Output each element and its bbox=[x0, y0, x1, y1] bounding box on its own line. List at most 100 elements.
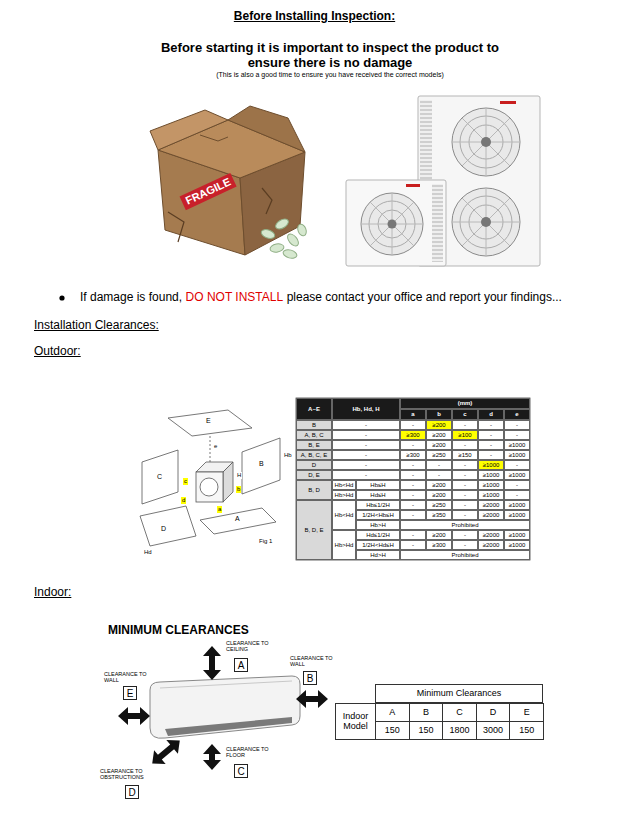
table-cell: ≥200 bbox=[426, 440, 452, 450]
table-cell: ≥1000 bbox=[504, 450, 530, 460]
table-cell: - bbox=[452, 490, 478, 500]
table-header: E bbox=[509, 703, 544, 722]
table-cell: - bbox=[452, 420, 478, 430]
table-header: e bbox=[504, 409, 530, 420]
figure-letter: H bbox=[236, 472, 242, 479]
table-cell: ≥200 bbox=[426, 530, 452, 540]
figure-letter: E bbox=[205, 417, 212, 425]
outdoor-units-photo-part bbox=[452, 188, 520, 256]
figure-letter: C bbox=[156, 473, 163, 481]
table-cell: Hb≤H bbox=[356, 480, 400, 490]
table-cell: ≥250 bbox=[426, 450, 452, 460]
outdoor-units-photo-part bbox=[346, 180, 446, 266]
damaged-box-photo-part bbox=[200, 135, 228, 141]
table-cell: - bbox=[452, 480, 478, 490]
table-cell: Prohibited bbox=[400, 520, 530, 530]
figure-letter: D bbox=[160, 525, 167, 533]
table-cell: Hd>H bbox=[356, 550, 400, 560]
damaged-box-photo-part bbox=[274, 217, 290, 231]
table-header: Indoor Model bbox=[335, 703, 376, 740]
outdoor-clearance-figure-part bbox=[242, 438, 280, 494]
table-cell: - bbox=[478, 450, 504, 460]
figure-letter: a bbox=[217, 506, 222, 513]
table-cell: - bbox=[504, 480, 530, 490]
table-header: d bbox=[478, 409, 504, 420]
outdoor-table-frame bbox=[296, 398, 530, 560]
outdoor-units-photo-part bbox=[432, 184, 443, 262]
table-cell: ≥200 bbox=[426, 430, 452, 440]
bullet-dot-part bbox=[59, 295, 64, 300]
outdoor-clearance-figure-part bbox=[142, 450, 178, 504]
bullet-text: please contact your office and report yo… bbox=[287, 291, 562, 305]
table-cell: Hd≤1/2H bbox=[356, 530, 400, 540]
outdoor-units-photo-part bbox=[406, 184, 420, 187]
table-cell: - bbox=[478, 420, 504, 430]
table-header: B bbox=[409, 703, 444, 722]
page-title: Before Installing Inspection: bbox=[0, 9, 629, 23]
table-cell: - bbox=[332, 440, 400, 450]
bullet-dot bbox=[59, 295, 64, 300]
indoor-unit-figure-part bbox=[150, 676, 300, 738]
table-header: A bbox=[375, 703, 410, 722]
table-cell: ≥1000 bbox=[478, 460, 504, 470]
photo-subheading: (This is also a good time to ensure you … bbox=[160, 71, 500, 79]
clearance-arrows-part bbox=[203, 646, 221, 680]
clearance-letter-box: E bbox=[123, 686, 137, 700]
table-cell: Hb<Hd bbox=[332, 500, 356, 530]
table-cell: D bbox=[296, 460, 332, 470]
clearance-letter-box: A bbox=[234, 658, 248, 672]
clearance-caption: CLEARANCE TO WALL bbox=[290, 655, 340, 668]
clearance-letter: D bbox=[128, 787, 135, 798]
outdoor-units-photo-part bbox=[481, 137, 491, 147]
table-cell: 150 bbox=[409, 721, 444, 740]
clearance-arrows-part bbox=[146, 734, 185, 771]
figure-letter: Hd bbox=[143, 549, 153, 556]
clearance-arrows-part bbox=[296, 690, 328, 708]
figure-letter: Fig 1 bbox=[258, 538, 273, 545]
table-cell: ≥250 bbox=[426, 500, 452, 510]
bullet-text: If damage is found, bbox=[80, 291, 182, 305]
table-cell: ≥100 bbox=[452, 430, 478, 440]
damaged-box-photo-part bbox=[285, 232, 300, 248]
table-cell: - bbox=[400, 490, 426, 500]
damaged-box-photo-part bbox=[296, 223, 308, 237]
table-cell: - bbox=[452, 500, 478, 510]
table-cell: Hb>Hd bbox=[332, 490, 356, 500]
table-cell: - bbox=[452, 460, 478, 470]
outdoor-units-photo-part bbox=[481, 217, 491, 227]
table-cell: - bbox=[332, 430, 400, 440]
table-cell: ≥1000 bbox=[478, 490, 504, 500]
damaged-box-photo bbox=[150, 106, 308, 260]
table-cell: - bbox=[504, 430, 530, 440]
table-cell: 1/2H<Hd≤H bbox=[356, 540, 400, 550]
table-cell: B, D bbox=[296, 480, 332, 500]
table-cell: ≥2000 bbox=[478, 510, 504, 520]
figure-letter: A bbox=[234, 515, 241, 523]
outdoor-units-photo-part bbox=[452, 188, 520, 256]
outdoor-table-frame-part bbox=[296, 398, 530, 560]
table-cell: - bbox=[400, 480, 426, 490]
indoor-unit-figure-part bbox=[165, 717, 292, 736]
outdoor-clearance-figure-part bbox=[223, 462, 233, 502]
clearance-caption: CLEARANCE TO WALL bbox=[104, 671, 154, 684]
outdoor-units-photo-part bbox=[452, 108, 520, 176]
clearance-letter-box: B bbox=[303, 671, 317, 685]
table-cell: - bbox=[504, 420, 530, 430]
table-cell: - bbox=[400, 510, 426, 520]
outdoor-clearance-figure-part bbox=[200, 478, 218, 496]
clearance-letter: B bbox=[307, 673, 314, 684]
outdoor-clearance-figure bbox=[140, 410, 280, 546]
outdoor-clearance-figure-part bbox=[140, 506, 196, 546]
outdoor-clearance-figure-part bbox=[196, 472, 223, 502]
table-cell: 1800 bbox=[442, 721, 477, 740]
figure-letter: b bbox=[236, 486, 241, 493]
clearance-letter: C bbox=[237, 766, 244, 777]
photo-heading: Before starting it is important to inspe… bbox=[160, 40, 500, 70]
table-cell: - bbox=[400, 500, 426, 510]
table-header: b bbox=[426, 409, 452, 420]
table-cell: ≥2000 bbox=[478, 500, 504, 510]
table-cell: ≥1000 bbox=[504, 500, 530, 510]
table-cell: - bbox=[452, 540, 478, 550]
section-heading: Outdoor: bbox=[34, 345, 81, 359]
